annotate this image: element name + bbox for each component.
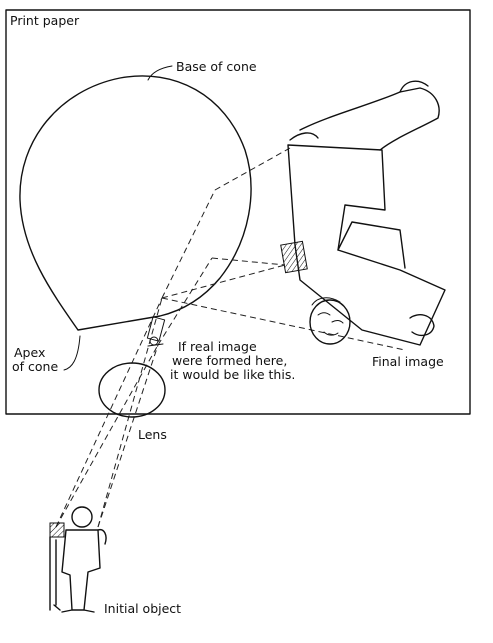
initial-object-label: Initial object (104, 601, 182, 616)
print-paper-border (5, 9, 471, 415)
note-line1: If real image (178, 339, 257, 354)
base-of-cone-label: Base of cone (176, 59, 257, 74)
cone-base-circle (19, 75, 252, 331)
apex-label-line1: Apex (14, 345, 46, 360)
final-image-figure (280, 80, 446, 346)
note-line2: were formed here, (172, 353, 288, 368)
lens (98, 362, 166, 418)
intermediate-image-figure (146, 316, 166, 347)
note-line3: it would be like this. (170, 367, 296, 382)
apex-label-line2: of cone (12, 359, 59, 374)
lens-label: Lens (138, 427, 167, 442)
apex-label-leader (63, 335, 81, 371)
base-label-leader (147, 65, 173, 81)
final-image-label: Final image (372, 354, 444, 369)
initial-object-person (49, 506, 107, 613)
print-paper-label: Print paper (10, 13, 80, 28)
projection-rays (55, 147, 406, 528)
